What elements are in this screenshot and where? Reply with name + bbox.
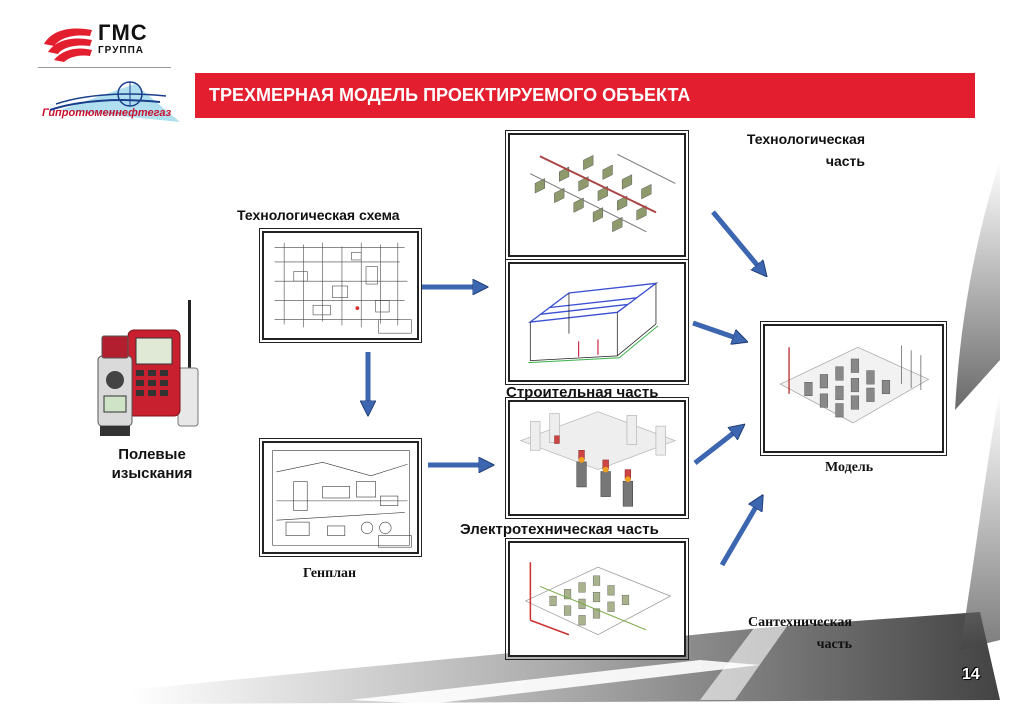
electrical-equipment-icon: [519, 411, 677, 507]
label-field-survey: Полевые изыскания: [92, 445, 212, 483]
gms-logo-icon: [44, 28, 92, 62]
label-tech-part-line1: Технологическая: [746, 131, 865, 147]
giprotyumen-logo-icon: [49, 81, 180, 122]
arrow-tech-to-model: [711, 210, 763, 272]
label-genplan: Генплан: [303, 566, 357, 581]
total-station-device-icon: [97, 300, 199, 436]
header-divider: [38, 67, 171, 68]
santech-part-model-image: [505, 538, 689, 660]
label-field-survey-text: Полевые изыскания: [111, 446, 193, 482]
electro-part-model-image: [505, 397, 689, 519]
plumbing-layout-icon: [524, 562, 672, 636]
label-tech-part: Технологическая часть: [700, 128, 865, 172]
arrow-santech-to-model: [719, 500, 760, 567]
arrow-build-to-model: [692, 320, 742, 340]
genplan-drawing: [259, 438, 422, 557]
page-number: 14: [962, 666, 980, 683]
label-santech-line2: часть: [816, 637, 852, 652]
build-part-model-image: [505, 259, 689, 385]
label-electro-part: Электротехническая часть: [460, 521, 659, 538]
label-model: Модель: [825, 460, 874, 475]
page-title: ТРЕХМЕРНАЯ МОДЕЛЬ ПРОЕКТИРУЕМОГО ОБЪЕКТА: [195, 73, 975, 118]
label-build-part: Строительная часть: [506, 384, 659, 401]
label-tech-scheme: Технологическая схема: [237, 207, 400, 223]
final-model-image: [760, 321, 947, 456]
tech-scheme-drawing: [259, 228, 422, 343]
equipment-rows-icon: [530, 153, 676, 233]
schematic-lines-icon: [274, 242, 412, 334]
arrow-electro-to-model: [693, 428, 740, 465]
label-santech-line1: Сантехническая: [747, 615, 852, 630]
complete-3d-model-icon: [779, 345, 930, 424]
gms-logo-subtext: ГРУППА: [98, 45, 145, 56]
label-tech-part-line2: часть: [825, 153, 865, 169]
tech-part-model-image: [505, 130, 689, 260]
giprotyumen-logo-text: Гипротюменнефтегаз: [42, 107, 172, 119]
gms-logo-text: ГМС: [98, 20, 148, 45]
steel-frame-icon: [527, 282, 659, 364]
label-santech-part: Сантехническая часть: [700, 612, 852, 656]
site-plan-icon: [272, 450, 412, 548]
